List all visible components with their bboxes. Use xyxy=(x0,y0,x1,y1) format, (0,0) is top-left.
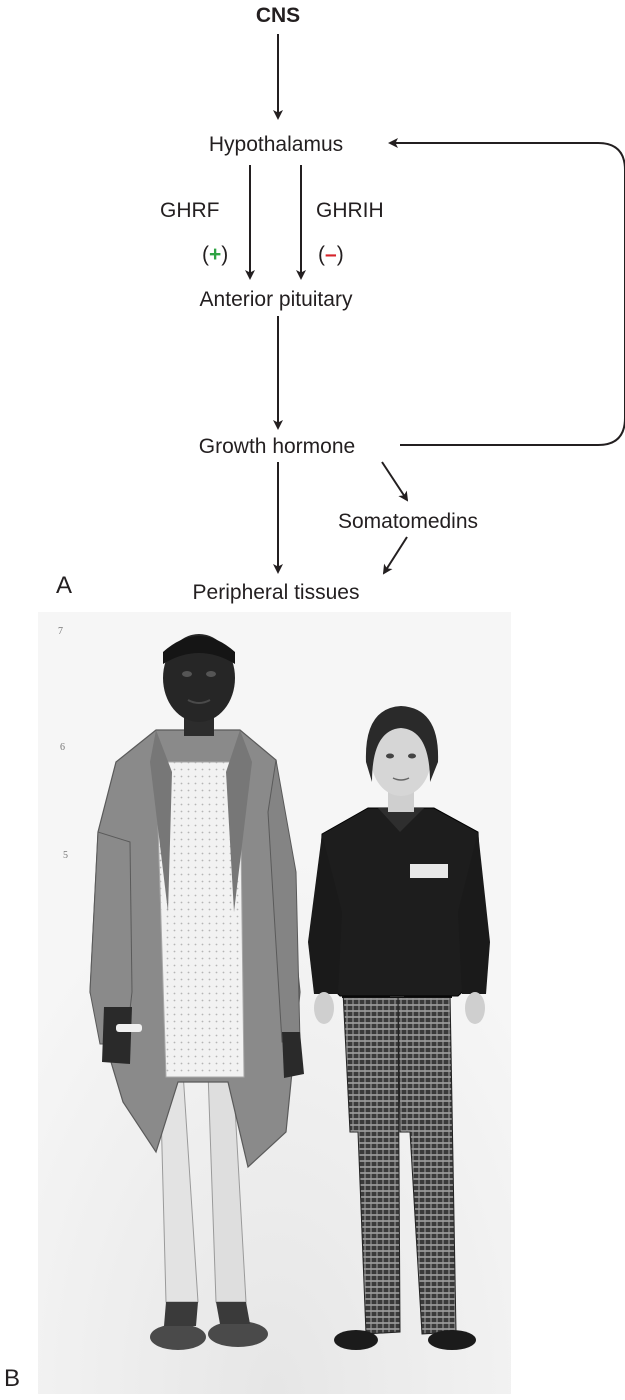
label-ghrf: GHRF xyxy=(160,199,220,222)
node-peripheral-tissues: Peripheral tissues xyxy=(192,581,360,604)
photo-illustration: 7 6 5 xyxy=(38,612,511,1394)
panel-letter-a: A xyxy=(56,572,73,599)
arrow-layer xyxy=(245,34,625,575)
paren-close: ) xyxy=(336,243,344,266)
panel-b-photograph: 7 6 5 xyxy=(38,612,511,1394)
sign-inhibit: (–) xyxy=(318,244,344,265)
label-ghrih: GHRIH xyxy=(316,199,384,222)
panel-letter-b: B xyxy=(4,1365,21,1392)
arrow-somatomedins-to-tissues xyxy=(382,536,408,575)
sign-stimulate: (+) xyxy=(202,244,228,265)
node-growth-hormone: Growth hormone xyxy=(198,435,356,458)
node-anterior-pituitary: Anterior pituitary xyxy=(199,288,353,311)
plus-sign: + xyxy=(209,243,222,266)
average-man-figure xyxy=(308,706,490,1350)
scale-mark-7: 7 xyxy=(58,626,63,637)
minus-sign: – xyxy=(325,243,337,266)
arrow-feedback-loop xyxy=(388,138,625,446)
tall-man-figure xyxy=(89,634,304,1350)
scale-mark-5: 5 xyxy=(63,850,68,861)
paren-open: ( xyxy=(202,243,209,266)
node-somatomedins: Somatomedins xyxy=(337,510,479,533)
arrow-growth-hormone-to-somatomedins xyxy=(381,461,409,502)
node-hypothalamus: Hypothalamus xyxy=(208,133,344,156)
node-cns: CNS xyxy=(255,4,301,27)
paren-close: ) xyxy=(221,243,229,266)
paren-open: ( xyxy=(318,243,325,266)
scale-mark-6: 6 xyxy=(60,742,65,753)
